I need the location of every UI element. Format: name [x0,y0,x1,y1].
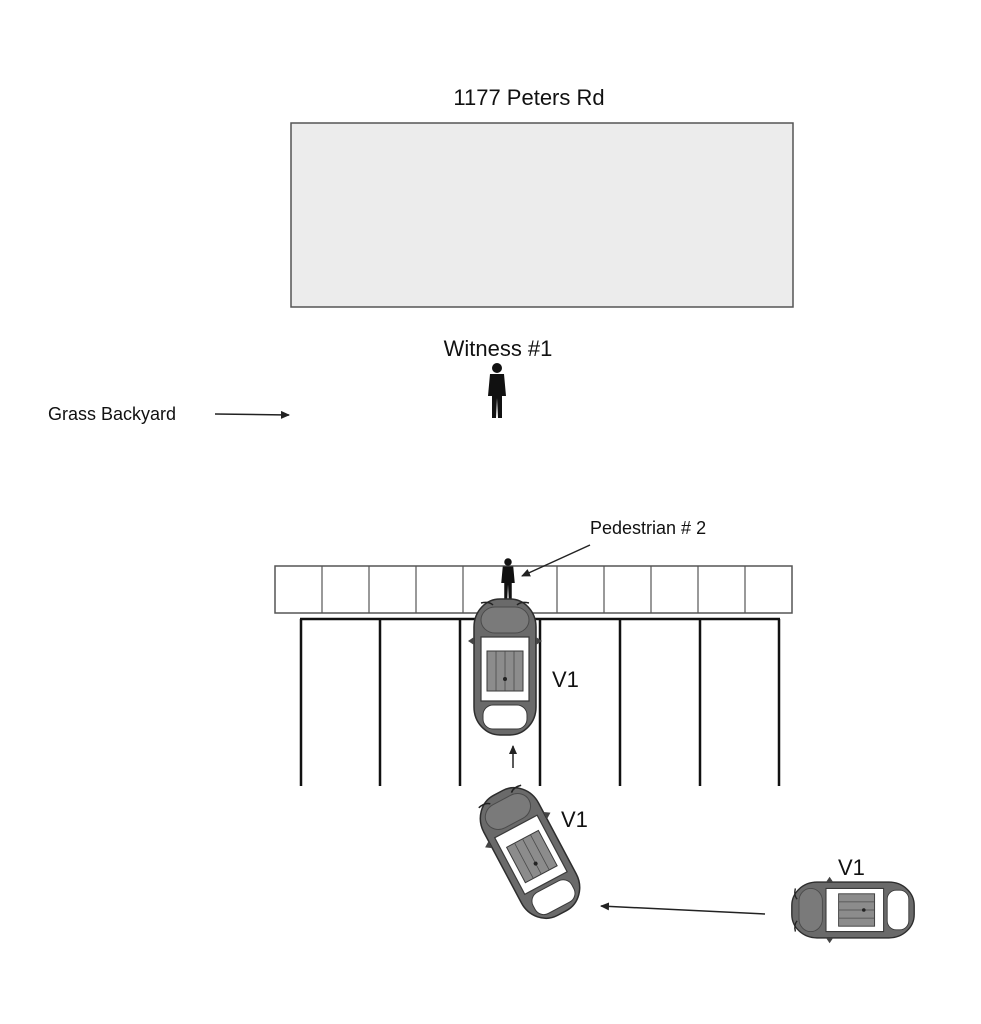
grass-arrow-icon [214,410,290,419]
sidewalk [274,565,793,614]
witness-label: Witness #1 [444,336,553,361]
vehicle-label-turning: V1 [561,807,588,832]
vehicle-label-approaching: V1 [838,855,865,880]
pedestrian-arrow-icon [521,544,591,577]
building-address-label: 1177 Peters Rd [453,85,604,110]
vehicle-turning-car-icon [464,774,596,932]
grass-backyard-label: Grass Backyard [48,404,176,424]
building [290,122,794,308]
witness-person-icon [488,363,506,418]
travel-path-arrow-icon [600,902,766,915]
vehicle-parked-car-icon [467,598,543,736]
vehicle-approaching-car-icon [791,876,915,944]
pedestrian-label: Pedestrian # 2 [590,518,706,538]
parking-spaces [299,617,781,786]
vehicle-label-parked: V1 [552,667,579,692]
